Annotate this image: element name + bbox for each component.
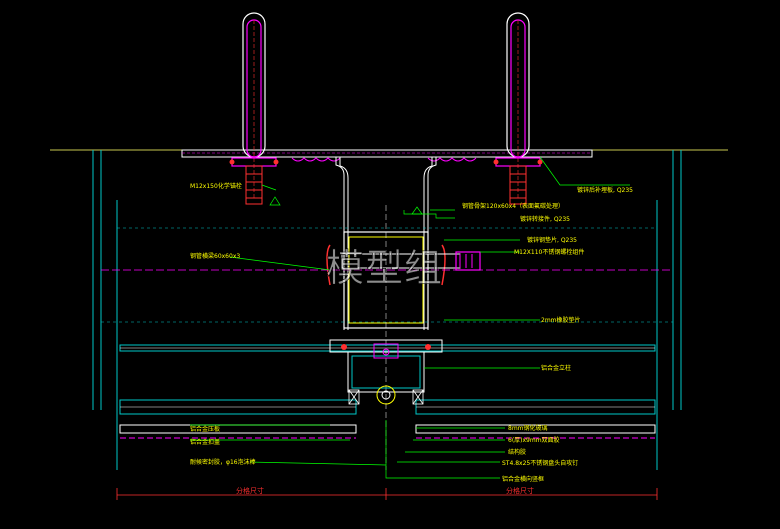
label-galv-stiffener: 镀锌钢垫片, Q235 (527, 236, 577, 244)
frame-border (92, 150, 682, 470)
label-alu-cover: 铝合金扣盖 (190, 438, 220, 446)
label-glass-panel: 8mm钢化玻璃 (508, 424, 548, 432)
label-gasket: 2mm橡胶垫片 (541, 316, 581, 324)
label-alu-mullion-bottom: 铝合金横向竖框 (502, 475, 544, 483)
watermark: 模型组 (326, 246, 443, 290)
label-steel-frame: 钢管骨架120x60x4（表面氟碳处理） (462, 202, 564, 210)
label-tube-beam: 钢管横梁60x60x3 (190, 252, 240, 260)
label-structural-seal: 结构胶 (508, 448, 526, 456)
setting-blocks (348, 389, 424, 405)
rubber-seals (229, 159, 543, 350)
label-screw: ST4.8x25不锈钢盘头自攻钉 (502, 459, 578, 467)
alu-mullion (347, 343, 425, 405)
label-galv-bracket: 镀锌转接件, Q235 (520, 215, 570, 223)
label-glass-layer: 6(厚)x9mm双面胶 (508, 436, 560, 444)
dimension-right: 分格尺寸 (506, 486, 534, 495)
label-ss-bolt: M12X110不锈钢螺栓组件 (514, 248, 584, 256)
weld-symbols (269, 196, 423, 215)
leader-lines (190, 156, 630, 479)
dimension-line (116, 488, 658, 500)
label-steel-plate: 镀锌后补埋板, Q235 (577, 186, 633, 194)
anchor-bolt-left (231, 12, 277, 205)
embedded-plate (181, 149, 593, 158)
steel-bracket (335, 157, 437, 330)
gasket-plate (119, 339, 656, 353)
weld-marks (291, 157, 477, 162)
label-alu-mullion: 铝合金立柱 (541, 364, 571, 372)
label-sealant-rod: 耐候密封胶，φ16泡沫棒 (190, 458, 256, 466)
label-alu-press-plate: 铝合金压板 (190, 425, 220, 433)
anchor-bolt-right (495, 12, 541, 205)
glass-panels (119, 399, 656, 439)
dimension-left: 分格尺寸 (236, 486, 264, 495)
label-anchor-bolt: M12x150化学锚栓 (190, 182, 242, 190)
